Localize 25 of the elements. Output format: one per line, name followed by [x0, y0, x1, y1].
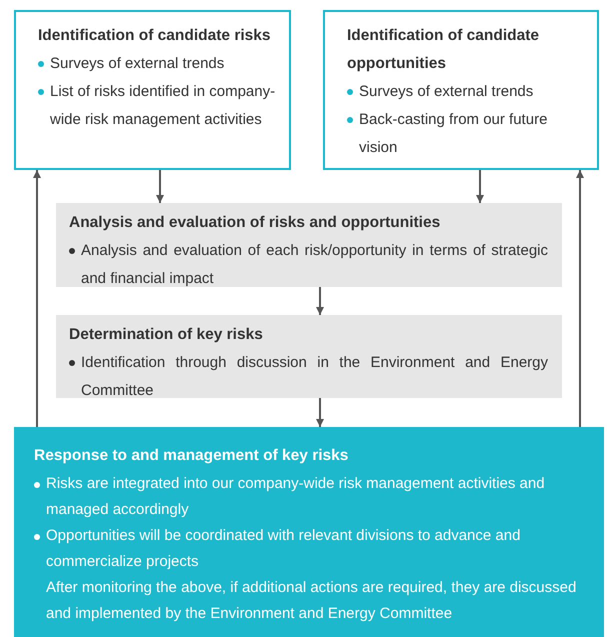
arrow [33, 170, 41, 427]
process-box [14, 10, 291, 170]
bullet-text: Back-casting from our future vision [347, 106, 587, 162]
bullet-text: Analysis and evaluation of each risk/opportunity in terms of strategic and financial impact [69, 237, 548, 293]
arrow [316, 287, 324, 315]
heading: Identification of candidate opportunities [347, 26, 540, 74]
process-box [323, 10, 599, 170]
arrow [576, 170, 584, 427]
bullet-text: List of risks identified in company-wide risk management activities [38, 78, 279, 134]
bullet-text: Surveys of external trends [38, 50, 279, 78]
heading: Determination of key risks [69, 325, 264, 345]
heading: Analysis and evaluation of risks and opportunities [69, 213, 442, 233]
heading: Identification of candidate risks [38, 26, 272, 46]
process-box [56, 203, 562, 287]
process-box [56, 315, 562, 398]
bullet-text: Identification through discussion in the Environment and Energy Committee [69, 349, 548, 405]
arrow [476, 170, 484, 203]
process-box [14, 427, 604, 637]
bullet-text: Opportunities will be coordinated with relevant divisions to advance and commercialize projects [34, 523, 584, 575]
note-text: After monitoring the above, if additional actions are required, they are discussed and implemented by the Environment and Energy Committee [45, 578, 578, 624]
bullet-text: Surveys of external trends [347, 78, 587, 106]
arrow [316, 398, 324, 427]
arrow [156, 170, 164, 203]
bullet-text: Risks are integrated into our company-wide risk management activities and managed accordingly [34, 471, 584, 523]
heading: Response to and management of key risks [34, 446, 350, 466]
